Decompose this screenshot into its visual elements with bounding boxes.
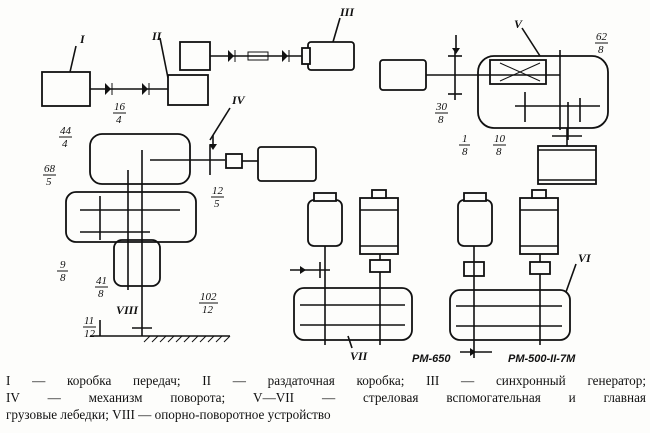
caption-line-2: IV — механизм поворота; V—VII — стрелова… <box>6 390 646 405</box>
svg-text:41: 41 <box>96 275 107 287</box>
svg-text:11: 11 <box>84 315 94 327</box>
svg-text:1: 1 <box>462 133 468 145</box>
fraction-44-4: 44 4 <box>59 125 72 150</box>
label-unit-VI: VI <box>578 251 592 265</box>
fraction-11-12: 11 12 <box>83 315 96 340</box>
figure-caption: I — коробка передач; II — раздаточная ко… <box>6 372 646 423</box>
label-model-pm650: РМ-650 <box>412 353 451 365</box>
svg-text:10: 10 <box>494 133 506 145</box>
svg-text:9: 9 <box>60 259 66 271</box>
svg-text:8: 8 <box>438 114 444 126</box>
svg-text:5: 5 <box>46 176 52 188</box>
fraction-1-8: 1 8 <box>459 133 470 158</box>
unit-I-gearbox: I <box>41 32 91 107</box>
unit-II-transfer-box: II <box>151 29 211 106</box>
fraction-12-5: 12 5 <box>211 185 224 210</box>
label-unit-V: V <box>514 17 523 31</box>
fraction-102-12: 102 12 <box>199 291 218 316</box>
svg-text:12: 12 <box>212 185 224 197</box>
coupling-II-III <box>228 50 290 62</box>
svg-text:4: 4 <box>62 138 68 150</box>
unit-III-generator: III <box>301 5 355 71</box>
label-unit-I: I <box>79 32 86 46</box>
label-model-pm500: РМ-500-II-7М <box>508 353 576 365</box>
svg-text:16: 16 <box>114 101 126 113</box>
fraction-9-8: 9 8 <box>57 259 68 284</box>
fraction-10-8: 10 8 <box>493 133 506 158</box>
coupling-I-II <box>105 83 150 95</box>
svg-text:68: 68 <box>44 163 56 175</box>
svg-text:12: 12 <box>84 328 96 340</box>
unit-VI-drum-top <box>537 128 597 185</box>
label-unit-VIII: VIII <box>116 303 139 317</box>
kinematic-diagram: I II III <box>41 5 609 365</box>
ground-hatch <box>143 335 231 343</box>
fraction-62-8: 62 8 <box>595 31 608 56</box>
svg-text:8: 8 <box>98 288 104 300</box>
svg-text:8: 8 <box>598 44 604 56</box>
label-unit-IV: IV <box>231 93 246 107</box>
fraction-30-8: 30 8 <box>435 101 448 126</box>
fraction-68-5: 68 5 <box>43 163 56 188</box>
fraction-41-8: 41 8 <box>95 275 108 300</box>
label-unit-VII: VII <box>350 349 369 363</box>
fraction-16-4: 16 4 <box>113 101 126 126</box>
svg-text:8: 8 <box>462 146 468 158</box>
caption-line-3: грузовые лебедки; VIII — опорно-поворотн… <box>6 407 331 422</box>
svg-text:4: 4 <box>116 114 122 126</box>
winch-V-gear: V <box>477 17 609 140</box>
svg-text:8: 8 <box>60 272 66 284</box>
winch-V-motor <box>379 35 560 100</box>
label-unit-III: III <box>339 5 355 19</box>
svg-text:44: 44 <box>60 125 72 137</box>
unit-IV-slewing: IV <box>89 93 317 185</box>
label-unit-II: II <box>151 29 163 43</box>
svg-text:12: 12 <box>202 304 214 316</box>
svg-text:30: 30 <box>435 101 448 113</box>
svg-text:5: 5 <box>214 198 220 210</box>
unit-VI-winch: VI <box>449 189 592 358</box>
svg-text:8: 8 <box>496 146 502 158</box>
gearbox-VIII <box>65 150 230 337</box>
svg-text:62: 62 <box>596 31 608 43</box>
caption-line-1: I — коробка передач; II — раздаточная ко… <box>6 373 646 388</box>
svg-text:102: 102 <box>200 291 217 303</box>
unit-VII-winch: VII <box>290 189 413 363</box>
